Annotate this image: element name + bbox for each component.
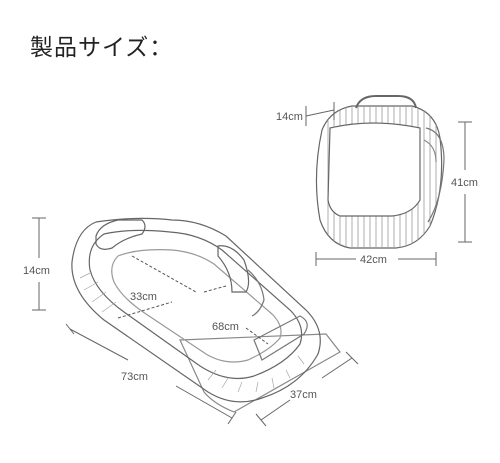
bed-outer-shell — [71, 217, 321, 403]
dim-inner-length — [131, 255, 269, 345]
label-inner-width: 33cm — [130, 291, 157, 303]
bag-handle — [355, 95, 417, 109]
dim-folded-width — [315, 252, 437, 266]
label-outer-width: 37cm — [290, 389, 317, 401]
folded-bag — [315, 95, 445, 249]
dim-folded-depth — [305, 102, 335, 126]
baby-bed — [71, 217, 341, 413]
bed-inner-rim — [88, 229, 303, 379]
bed-headrest — [95, 219, 146, 250]
bed-mattress — [111, 249, 282, 363]
bag-flap — [327, 122, 421, 217]
dim-outer-width — [255, 351, 359, 427]
dim-folded-height — [458, 121, 472, 243]
page-title: 製品サイズ： — [30, 35, 174, 61]
dim-outer-length — [65, 323, 237, 425]
label-folded-height: 41cm — [451, 177, 478, 189]
label-outer-length: 73cm — [121, 371, 148, 383]
label-folded-depth: 14cm — [276, 111, 303, 123]
dim-inner-width — [117, 285, 227, 319]
label-inner-length: 68cm — [212, 321, 239, 333]
dim-bed-height — [32, 217, 46, 311]
bed-foot-wedge — [253, 315, 308, 361]
label-bed-height: 14cm — [23, 265, 50, 277]
bed-side-panel — [217, 245, 250, 293]
label-folded-width: 42cm — [360, 254, 387, 266]
bag-side — [425, 127, 445, 223]
bed-stripes — [79, 271, 305, 393]
